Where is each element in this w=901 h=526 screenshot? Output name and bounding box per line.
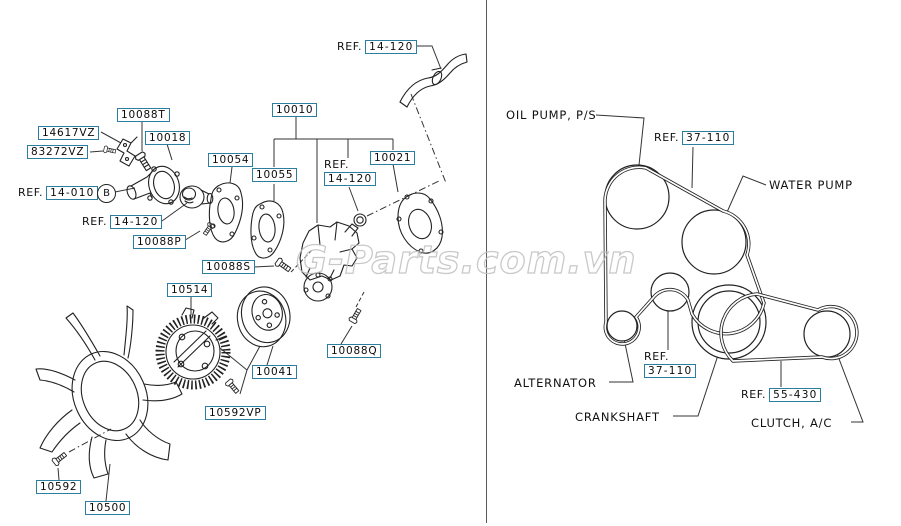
part-label-10088q[interactable]: 10088Q xyxy=(327,344,382,358)
part-label-10088t[interactable]: 10088T xyxy=(117,108,170,122)
ref-prefix: REF. xyxy=(18,186,44,199)
label-water-pump: WATER PUMP xyxy=(769,178,853,192)
assembly-bracket-lines xyxy=(273,117,399,223)
ref-code-37-110[interactable]: 37-110 xyxy=(682,131,735,145)
ref-14-120-hose-leader xyxy=(417,45,442,70)
bolt-q-guide xyxy=(355,291,365,308)
bolt-10088s xyxy=(273,256,293,275)
ref-label-37-110-idler: REF. 37-110 xyxy=(644,350,697,378)
bolt-10088q xyxy=(347,306,364,325)
bolt-s-guide xyxy=(290,249,313,273)
ref-code-14-120[interactable]: 14-120 xyxy=(365,40,418,54)
ref-label-14-010: REF. 14-010 xyxy=(18,186,99,200)
ref-code-14-120[interactable]: 14-120 xyxy=(324,172,377,186)
gasket-10054-illustration xyxy=(208,182,244,243)
oring-guide-line xyxy=(366,179,442,217)
part-label-10041[interactable]: 10041 xyxy=(252,365,298,379)
hose-illustration xyxy=(399,53,468,108)
ref-code-14-120[interactable]: 14-120 xyxy=(110,215,163,229)
part-label-14617vz[interactable]: 14617VZ xyxy=(38,126,100,140)
gasket-10055-illustration xyxy=(250,200,285,259)
label-clutch-ac: CLUTCH, A/C xyxy=(751,416,833,430)
ref-prefix: REF. xyxy=(324,158,350,171)
ref-prefix: REF. xyxy=(654,131,680,144)
bolt-10088t xyxy=(133,150,154,173)
ref-label-37-110-belt: REF. 37-110 xyxy=(654,131,735,145)
panel-divider xyxy=(486,0,488,523)
part-label-10054[interactable]: 10054 xyxy=(208,153,254,167)
ref-label-14-120-hose: REF. 14-120 xyxy=(337,40,418,54)
bolt-83272vz xyxy=(102,145,117,156)
ref-prefix: REF. xyxy=(644,350,670,363)
gasket-10021-illustration xyxy=(396,192,444,254)
thermostat-housing-illustration xyxy=(126,165,180,205)
part-label-10514[interactable]: 10514 xyxy=(167,283,213,297)
b-marker: B xyxy=(97,184,116,203)
ref-code-14-010[interactable]: 14-010 xyxy=(46,186,99,200)
oring-illustration xyxy=(353,213,367,227)
fan-illustration xyxy=(35,305,183,479)
pulley-illustration xyxy=(236,286,291,348)
hose-guide-line xyxy=(410,93,447,184)
bracket-illustration xyxy=(116,136,138,167)
part-label-10018[interactable]: 10018 xyxy=(145,131,191,145)
ref-prefix: REF. xyxy=(82,215,108,228)
ref-prefix: REF. xyxy=(337,40,363,53)
ref-label-14-120-thermostat: REF. 14-120 xyxy=(82,215,163,229)
belt-diagram-illustration xyxy=(603,164,859,363)
fan-bolt-guide xyxy=(68,428,112,453)
water-pump-illustration xyxy=(299,221,360,302)
fan-clutch-illustration xyxy=(155,307,231,390)
label-oil-pump: OIL PUMP, P/S xyxy=(506,108,597,122)
ref-label-55-430: REF. 55-430 xyxy=(741,388,822,402)
part-label-10088s[interactable]: 10088S xyxy=(202,260,255,274)
part-label-10021[interactable]: 10021 xyxy=(370,151,416,165)
bolt-10592vp xyxy=(224,377,242,396)
part-label-10500[interactable]: 10500 xyxy=(85,501,131,515)
ref-code-37-110[interactable]: 37-110 xyxy=(644,364,697,378)
ref-label-14-120-oring: REF. 14-120 xyxy=(324,158,377,186)
part-label-10055[interactable]: 10055 xyxy=(252,168,298,182)
part-label-83272vz[interactable]: 83272VZ xyxy=(27,145,89,159)
label-alternator: ALTERNATOR xyxy=(514,376,597,390)
part-label-10592[interactable]: 10592 xyxy=(36,480,82,494)
part-label-10088p[interactable]: 10088P xyxy=(133,235,186,249)
label-crankshaft: CRANKSHAFT xyxy=(575,410,660,424)
part-label-10592vp[interactable]: 10592VP xyxy=(205,406,266,420)
ref-code-55-430[interactable]: 55-430 xyxy=(769,388,822,402)
bolt-10592 xyxy=(50,450,69,467)
part-label-10010[interactable]: 10010 xyxy=(272,103,318,117)
ref-prefix: REF. xyxy=(741,388,767,401)
